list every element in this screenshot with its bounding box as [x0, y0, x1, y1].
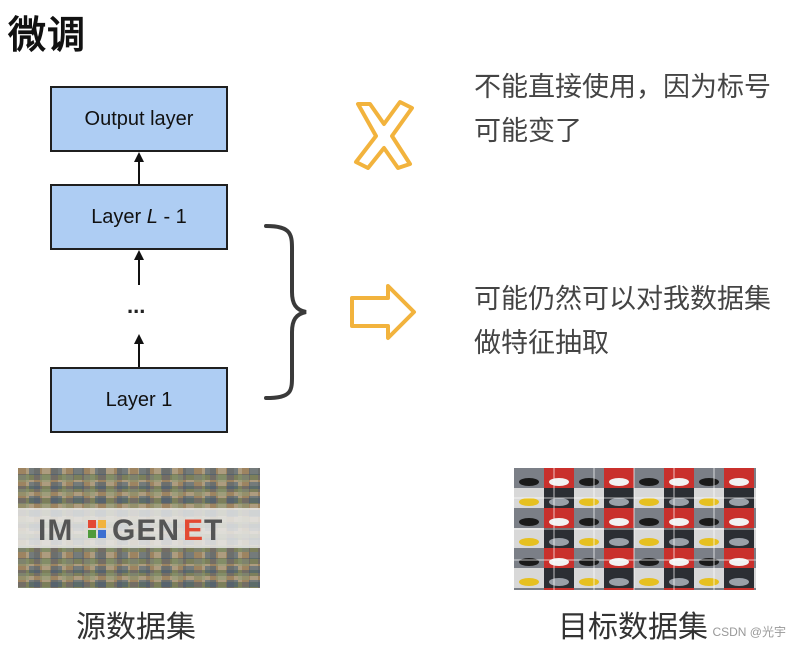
note-cannot-reuse: 不能直接使用，因为标号可能变了	[474, 72, 771, 147]
cars-mosaic	[514, 468, 756, 590]
imagenet-mosaic: IM GEN E T	[18, 468, 260, 588]
svg-text:GEN: GEN	[112, 514, 180, 547]
curly-brace-icon	[264, 224, 307, 400]
layer-1-label: Layer 1	[105, 388, 173, 411]
svg-text:E: E	[183, 514, 203, 547]
output-layer-label: Output layer	[84, 107, 194, 130]
layer-l-minus-1-box: Layer L - 1	[50, 184, 228, 250]
svg-text:IM: IM	[38, 514, 73, 547]
watermark: CSDN @光宇	[712, 625, 786, 639]
arrow-up-2	[134, 250, 144, 285]
ellipsis-label: ...	[127, 293, 146, 318]
right-arrow-icon	[350, 284, 416, 340]
layer-l-minus-1-label: Layer L - 1	[91, 205, 187, 228]
page-title: 微调	[8, 13, 87, 57]
target-dataset-caption: 目标数据集	[558, 610, 708, 645]
svg-text:T: T	[204, 514, 222, 547]
source-dataset-caption: 源数据集	[76, 610, 196, 645]
output-layer-box: Output layer	[50, 86, 228, 152]
note-can-reuse: 可能仍然可以对我数据集做特征抽取	[474, 284, 771, 359]
target-dataset-image	[514, 468, 756, 590]
layer-1-box: Layer 1	[50, 367, 228, 433]
source-dataset-image: IM GEN E T	[18, 468, 260, 588]
arrow-up-1	[134, 152, 144, 184]
arrow-up-3	[134, 334, 144, 367]
cross-icon	[354, 100, 414, 170]
